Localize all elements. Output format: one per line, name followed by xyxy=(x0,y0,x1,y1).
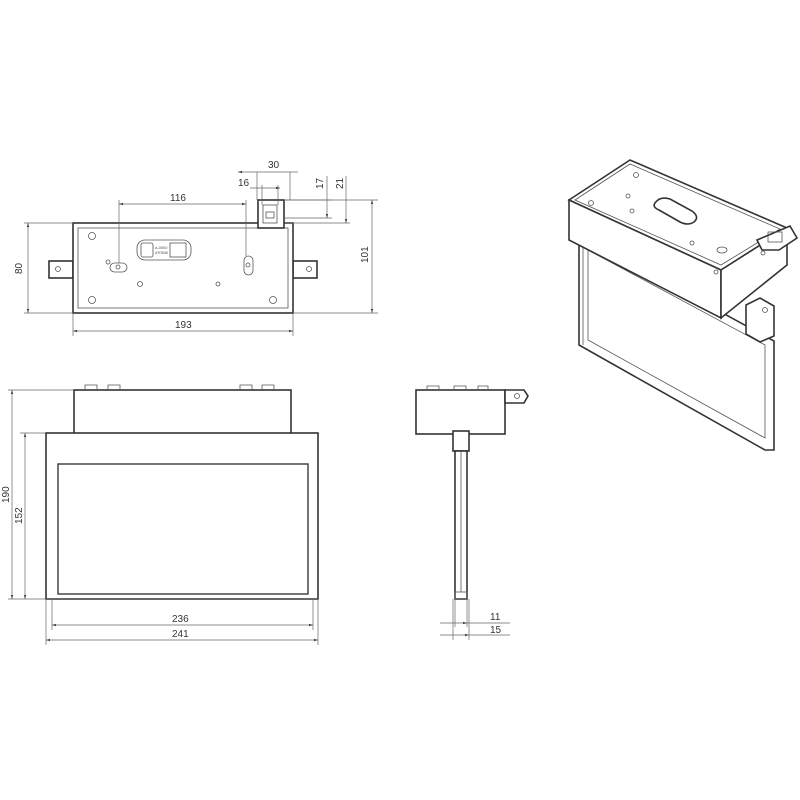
label-connector xyxy=(169,242,187,258)
hanger-latch xyxy=(265,211,275,219)
screw-icon xyxy=(215,281,221,287)
iso-hanger-bracket xyxy=(755,224,799,251)
right-slot xyxy=(243,255,254,276)
dim-label-236: 236 xyxy=(172,614,189,625)
screw-icon xyxy=(629,208,635,214)
dim-label-152: 152 xyxy=(14,507,25,524)
dim-label-116: 116 xyxy=(170,193,186,204)
top-view: A-0000 ATONIX 30 16 17 21 116 80 xyxy=(14,160,378,336)
right-tab-hole-icon xyxy=(306,266,312,272)
iso-top-slot xyxy=(653,197,698,225)
dim-label-101: 101 xyxy=(360,246,371,263)
slot-screw-icon xyxy=(245,262,251,268)
product-label-frame xyxy=(136,239,192,261)
iso-housing-top-inner xyxy=(574,163,781,266)
front-sign-frame xyxy=(45,432,319,600)
label-line1: A-0000 xyxy=(155,246,168,250)
screw-icon xyxy=(588,200,594,206)
screw-icon xyxy=(269,296,277,304)
screw-icon xyxy=(625,193,631,199)
left-mounting-tab xyxy=(48,260,74,279)
front-view: 190 152 236 241 xyxy=(1,384,319,645)
side-housing-tabs xyxy=(426,385,489,390)
iso-top-slot-small xyxy=(716,246,728,254)
dim-label-17: 17 xyxy=(315,177,326,189)
screw-icon xyxy=(713,269,719,275)
front-housing-tabs xyxy=(84,384,275,390)
slot-screw-icon xyxy=(115,264,121,270)
dim-label-80: 80 xyxy=(14,262,25,274)
front-sign-window xyxy=(57,463,309,595)
dim-label-30: 30 xyxy=(268,160,280,171)
top-body-outer xyxy=(72,222,294,314)
side-sign-clamp xyxy=(452,430,470,452)
dim-label-241: 241 xyxy=(172,629,189,640)
side-sign-foot xyxy=(454,591,468,600)
right-mounting-tab xyxy=(292,260,318,279)
hanger-bracket-inner xyxy=(262,204,278,224)
screw-icon xyxy=(760,250,766,256)
dim-label-16: 16 xyxy=(238,178,250,189)
side-view: 11 15 xyxy=(415,385,529,640)
screw-icon xyxy=(105,259,111,265)
screw-icon xyxy=(88,296,96,304)
dim-label-190: 190 xyxy=(1,486,12,503)
screw-icon xyxy=(88,232,96,240)
screw-icon xyxy=(137,281,143,287)
side-bracket xyxy=(504,389,529,404)
left-tab-hole-icon xyxy=(55,266,61,272)
front-housing xyxy=(73,389,292,435)
screw-icon xyxy=(689,240,695,246)
dim-label-193: 193 xyxy=(175,320,192,331)
label-led-window xyxy=(140,242,154,258)
left-slot xyxy=(109,262,128,273)
dim-label-11: 11 xyxy=(490,612,501,623)
dim-label-15: 15 xyxy=(490,625,502,636)
iso-sign-clamp xyxy=(745,297,775,343)
iso-hanger-latch xyxy=(767,231,783,243)
side-housing xyxy=(415,389,506,435)
clamp-screw-icon xyxy=(762,307,768,313)
top-body-inner xyxy=(77,227,289,309)
screw-icon xyxy=(633,172,639,178)
label-line2: ATONIX xyxy=(155,251,169,255)
bracket-hole-icon xyxy=(514,393,520,399)
dim-label-21: 21 xyxy=(335,177,346,189)
isometric-view xyxy=(567,159,799,451)
iso-sign-window xyxy=(587,249,766,439)
